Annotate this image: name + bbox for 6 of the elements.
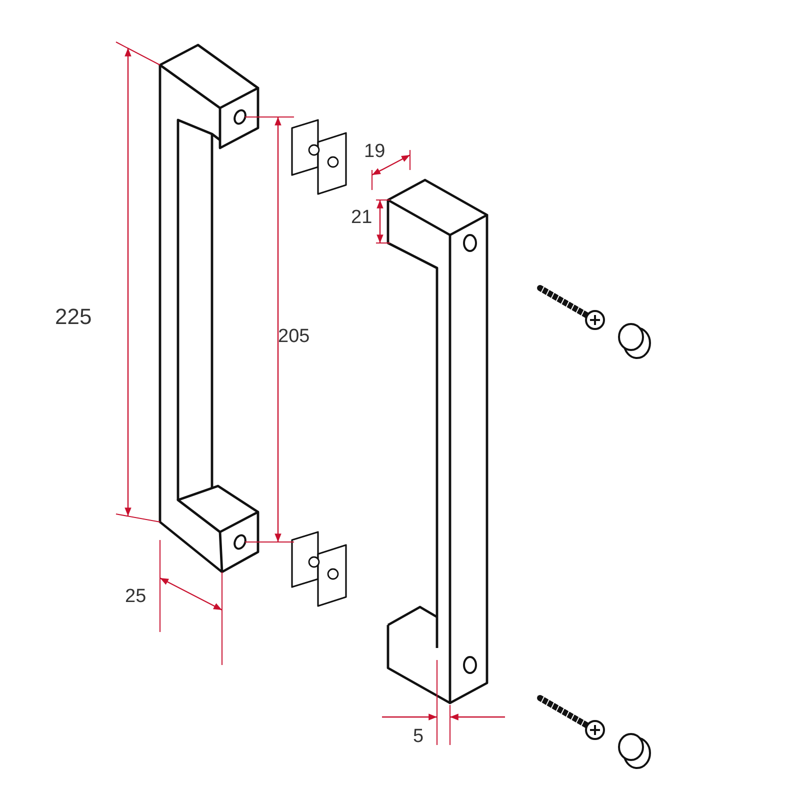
dimension-label: 21: [351, 208, 372, 227]
dimension-label: 25: [125, 587, 146, 606]
dimension-label: 5: [413, 727, 424, 746]
dimension-label: 225: [55, 306, 92, 328]
dimension-label: 205: [278, 327, 310, 346]
dimension-label: 19: [364, 142, 386, 161]
